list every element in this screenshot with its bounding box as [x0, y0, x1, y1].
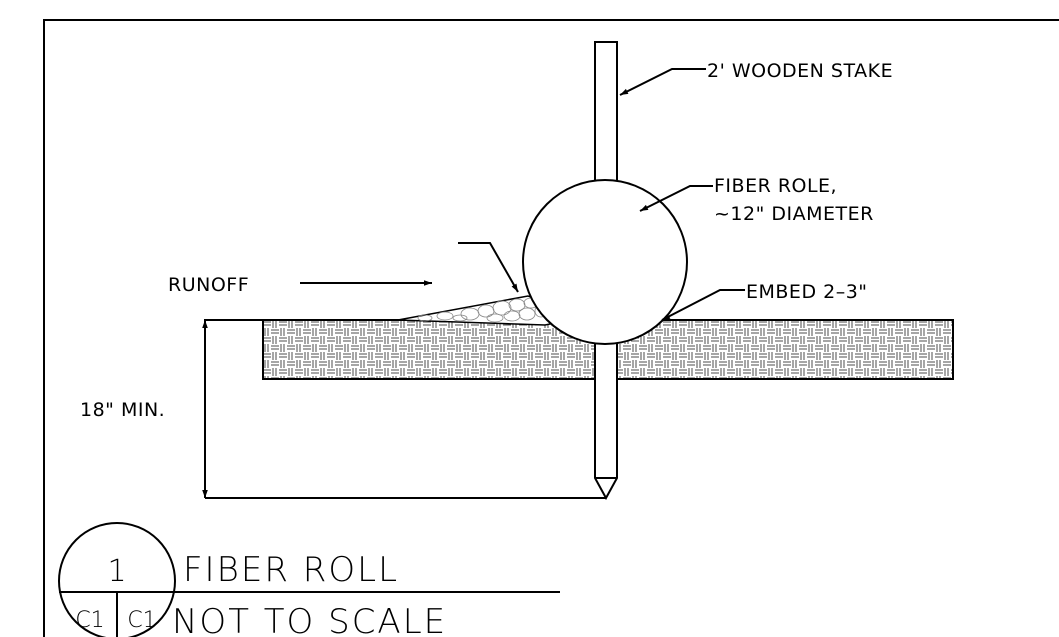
stake-leader: [619, 68, 706, 96]
fiber-role-label-line1: FIBER ROLE,: [714, 175, 837, 197]
fiber-roll: [522, 179, 688, 345]
embed-leader: [661, 289, 745, 321]
sheet-border: [43, 19, 1059, 637]
detail-bubble: [58, 522, 176, 637]
detail-number: 1: [107, 554, 126, 589]
runoff-label: RUNOFF: [168, 274, 249, 296]
fiber-role-label-line2: ~12" DIAMETER: [714, 203, 874, 225]
detail-scale: NOT TO SCALE: [172, 602, 447, 637]
sheet-ref-left: C1: [75, 608, 104, 633]
detail-title: FIBER ROLL: [183, 550, 399, 590]
min-depth-label: 18" MIN.: [80, 399, 165, 421]
fiber-role-leader: [639, 185, 713, 212]
embed-label: EMBED 2–3": [746, 281, 868, 303]
stake-label: 2' WOODEN STAKE: [707, 60, 893, 82]
sheet-ref-right: C1: [127, 608, 156, 633]
sediment-leader: [458, 242, 519, 293]
